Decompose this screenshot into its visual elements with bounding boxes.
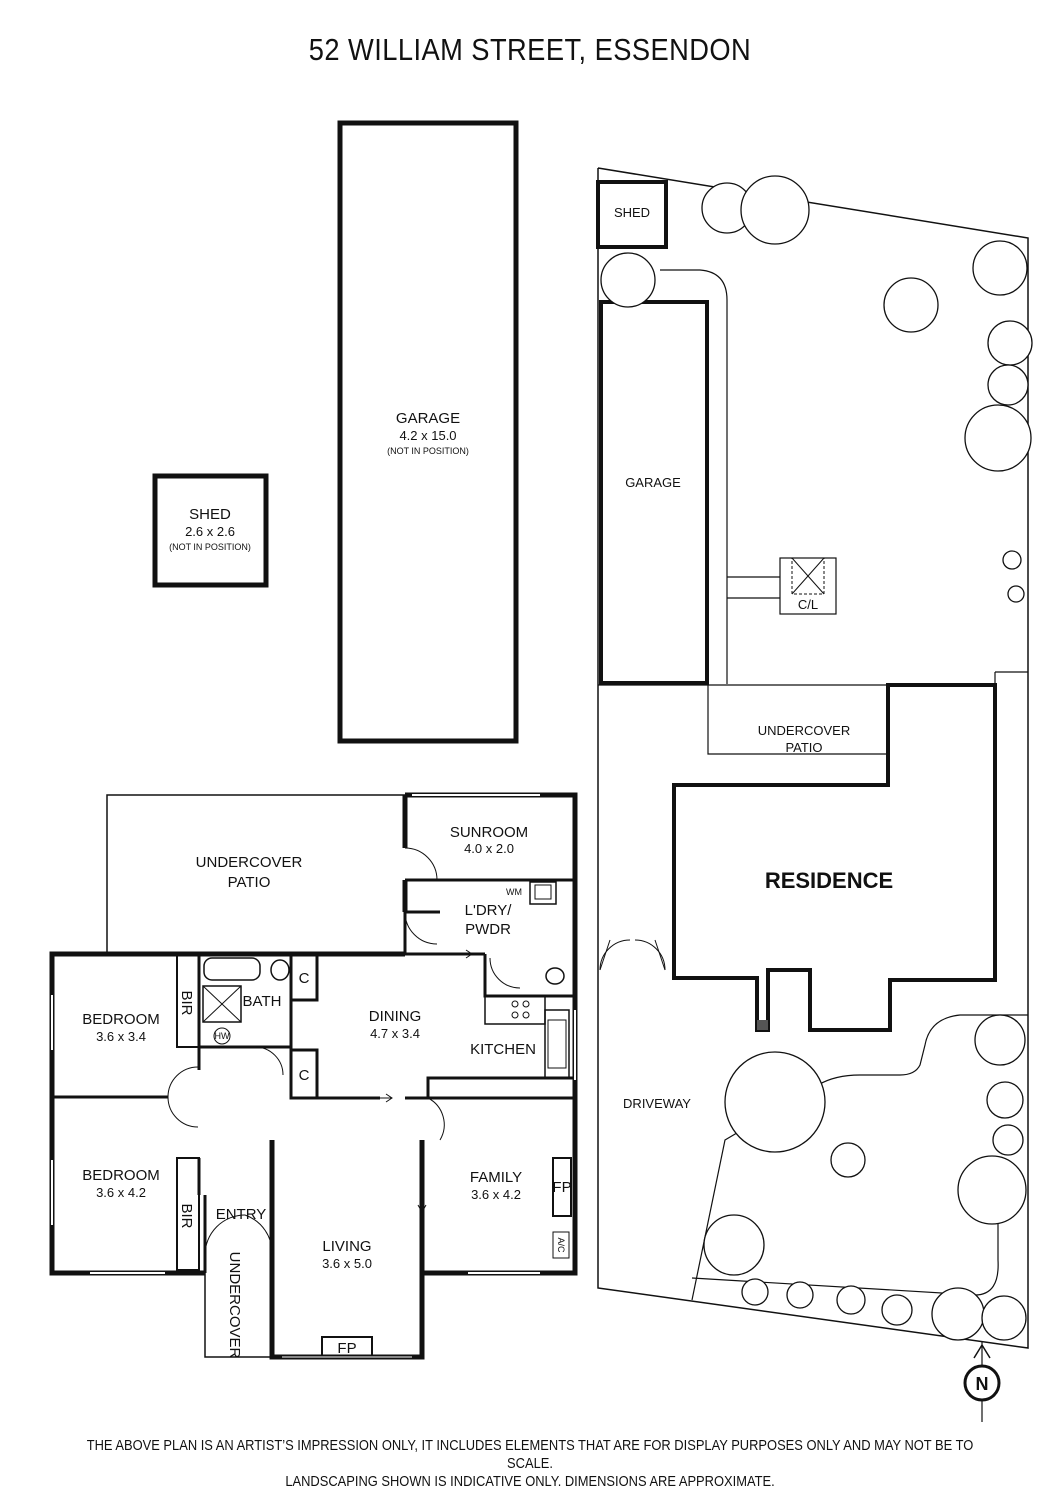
residence-label: RESIDENCE [765,868,893,893]
tree-icon [957,1155,1027,1225]
sunroom-dims: 4.0 x 2.0 [464,841,514,856]
site-garage-label: GARAGE [625,475,681,490]
disclaimer-line1: THE ABOVE PLAN IS AN ARTIST’S IMPRESSION… [86,1437,974,1472]
bir-label-1: BIR [178,990,195,1015]
dining-dims: 4.7 x 3.4 [370,1026,420,1041]
hot-water-icon [213,1027,231,1045]
living-dims: 3.6 x 5.0 [322,1256,372,1271]
tree-icon [786,1281,814,1309]
site-patio-label-line1: UNDERCOVER [758,723,850,738]
tree-icon [931,1287,985,1341]
tree-icon [987,320,1033,366]
page-title: 52 WILLIAM STREET, ESSENDON [308,32,752,67]
cupboard-label-1: C [299,970,310,987]
bedroom1-label: BEDROOM [82,1011,160,1028]
landscaping-trees [600,175,1033,1341]
sunroom-label: SUNROOM [450,824,528,841]
tree-icon [992,1124,1024,1156]
tree-icon [703,1214,765,1276]
north-arrow-icon [963,1342,1001,1422]
entry-undercover-label: UNDERCOVER [226,1252,243,1359]
dining-label: DINING [369,1008,422,1025]
entry-label: ENTRY [216,1206,267,1223]
garage-dims: 4.2 x 15.0 [399,428,456,443]
garage-outbuilding: GARAGE 4.2 x 15.0 (NOT IN POSITION) [337,120,519,744]
bedroom1-dims: 3.6 x 3.4 [96,1029,146,1044]
garage-note: (NOT IN POSITION) [387,446,469,456]
patio-label-line1: UNDERCOVER [196,854,303,871]
tree-icon [964,404,1032,472]
family-fireplace-label: FP [552,1179,571,1196]
tree-icon [881,1294,913,1326]
tree-icon [1002,550,1022,570]
laundry-label-line2: PWDR [465,921,511,938]
disclaimer: THE ABOVE PLAN IS AN ARTIST’S IMPRESSION… [74,1437,986,1491]
family-label: FAMILY [470,1169,522,1186]
clothesline-label: C/L [798,597,818,612]
patio-label-line2: PATIO [228,874,271,891]
living-label: LIVING [322,1238,371,1255]
family-dims: 3.6 x 4.2 [471,1187,521,1202]
shed-label: SHED [189,506,231,523]
bath-label: BATH [243,993,282,1010]
tree-icon [740,175,810,245]
shed-dims: 2.6 x 2.6 [185,524,235,539]
driveway-label: DRIVEWAY [623,1096,691,1111]
tree-icon [987,364,1029,406]
laundry-label-line1: L'DRY/ [465,902,513,919]
site-shed-label: SHED [614,205,650,220]
bedroom2-label: BEDROOM [82,1167,160,1184]
tree-icon [986,1081,1024,1119]
kitchen-label: KITCHEN [470,1041,536,1058]
tree-icon [974,1014,1026,1066]
tree-icon [883,277,939,333]
washing-machine-label: WM [506,887,522,897]
shed-note: (NOT IN POSITION) [169,542,251,552]
garage-label: GARAGE [396,410,460,427]
tree-icon [724,1051,826,1153]
bedroom2-dims: 3.6 x 4.2 [96,1185,146,1200]
shed-outbuilding: SHED 2.6 x 2.6 (NOT IN POSITION) [152,473,269,588]
tree-icon [972,240,1028,296]
ac-label: A/C [556,1237,566,1253]
tree-icon [741,1278,769,1306]
north-label: N [976,1374,989,1394]
living-fireplace-label: FP [337,1340,356,1357]
tree-icon [836,1285,866,1315]
tree-icon [981,1295,1027,1341]
tree-icon [830,1142,866,1178]
tree-icon [1007,585,1025,603]
hot-water-label: HW [215,1031,230,1041]
disclaimer-line2: LANDSCAPING SHOWN IS INDICATIVE ONLY. DI… [285,1473,775,1490]
tree-icon [600,252,656,308]
bir-label-2: BIR [178,1203,195,1228]
site-patio-label-line2: PATIO [785,740,822,755]
house-plan [49,792,578,1360]
cupboard-label-2: C [299,1067,310,1084]
